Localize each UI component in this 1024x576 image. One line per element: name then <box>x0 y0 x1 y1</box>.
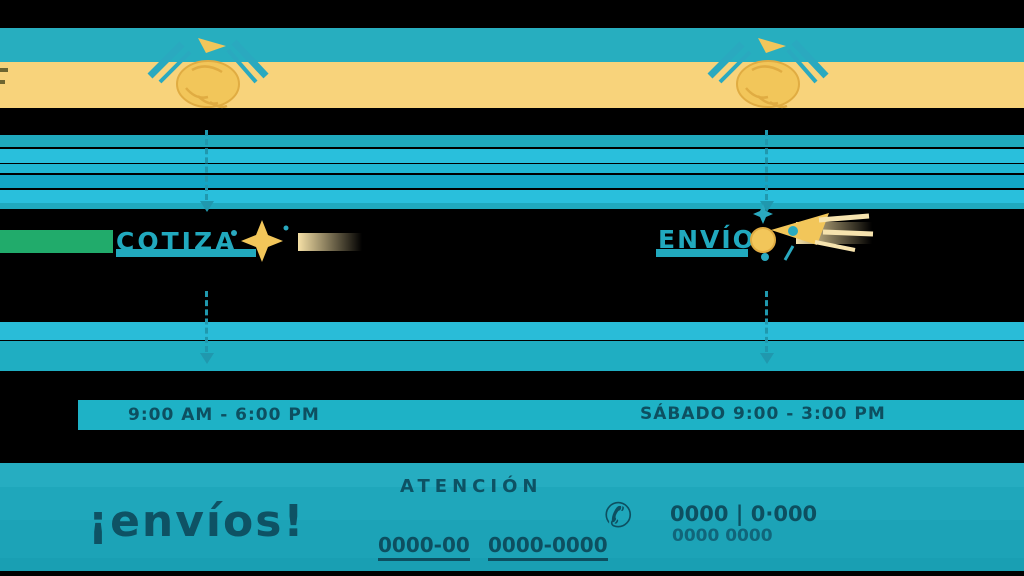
arrowhead-icon <box>760 201 774 212</box>
footer-band-4 <box>0 558 1024 571</box>
arrowhead-icon <box>760 353 774 364</box>
stripe-row-2 <box>0 149 1024 163</box>
stripe-row-3 <box>0 164 1024 173</box>
stripe-row-8 <box>0 341 1024 371</box>
edge-artifact <box>0 68 8 72</box>
schedule-left: 9:00 AM - 6:00 PM <box>128 405 320 425</box>
footer-number-b: 0000-0000 <box>488 534 608 561</box>
flow-arrow-left-2 <box>205 291 208 352</box>
stripe-row-4 <box>0 175 1024 188</box>
underbar-left-word <box>116 249 256 257</box>
underbar-right-word <box>656 249 748 257</box>
footer-brand-wordmark: ¡envíos! <box>88 496 306 547</box>
footer-band-1 <box>0 463 1024 487</box>
stripe-green-segment <box>0 230 113 253</box>
stripe-schedule <box>78 400 1024 430</box>
handshake-icon <box>147 38 269 109</box>
arrowhead-icon <box>200 353 214 364</box>
footer-contact-line1: 0000 | 0·000 <box>670 502 818 526</box>
footer-band-2 <box>0 487 1024 520</box>
footer-number-a: 0000-00 <box>378 534 470 561</box>
arrowhead-icon <box>200 201 214 212</box>
flow-arrow-left-1 <box>205 130 208 200</box>
handshake-icon <box>707 38 829 109</box>
stripe-row-7 <box>0 322 1024 340</box>
step-label-right: ENVÍO <box>658 225 756 254</box>
footer-band-3 <box>0 520 1024 558</box>
flow-arrow-right-1 <box>765 130 768 200</box>
flow-arrow-right-2 <box>765 291 768 352</box>
edge-artifact <box>0 80 5 84</box>
rocket-icon <box>750 204 874 261</box>
starburst-icon <box>227 220 289 262</box>
footer-attention-label: ATENCIÓN <box>400 476 543 497</box>
stripe-row-5 <box>0 190 1024 203</box>
phone-icon: ✆ <box>604 496 633 536</box>
schedule-right: SÁBADO 9:00 - 3:00 PM <box>640 404 886 424</box>
starburst-flare <box>298 233 362 251</box>
stripe-row-1 <box>0 135 1024 147</box>
footer-contact-line2: 0000 0000 <box>672 526 773 546</box>
stripe-row-6 <box>0 203 1024 209</box>
step-label-left: COTIZA <box>116 227 238 256</box>
